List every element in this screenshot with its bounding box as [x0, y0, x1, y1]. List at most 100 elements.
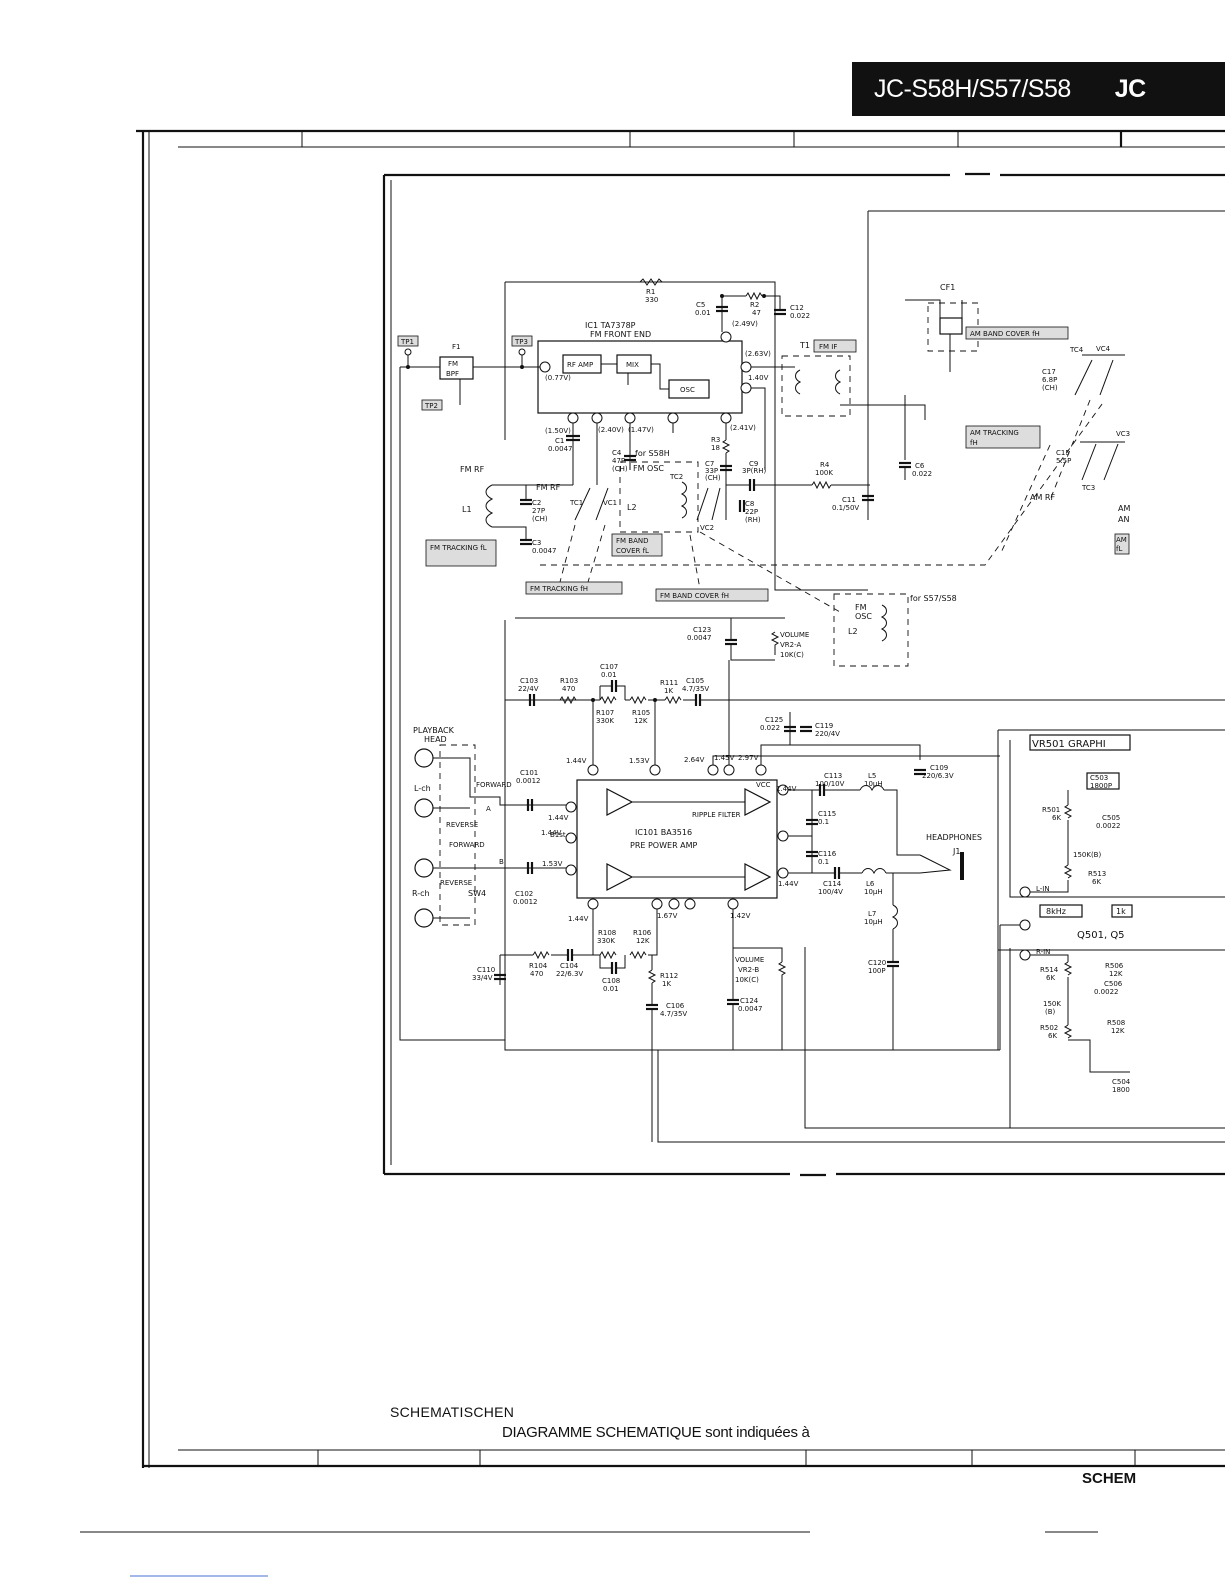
c8-ref: C8 — [745, 500, 754, 508]
c6-ref: C6 — [915, 462, 925, 470]
t1-primary — [795, 369, 802, 395]
c120-value: 100P — [868, 967, 886, 975]
eq-pin-1 — [1019, 949, 1031, 961]
fm-tracking-fl: FM TRACKING fL — [430, 544, 487, 552]
j1-label: J1 — [952, 847, 960, 856]
r3-ref: R3 — [711, 436, 720, 444]
r506-ref: R506 — [1105, 962, 1124, 970]
head-l-1 — [414, 748, 434, 768]
pin6-voltage: (2.63V) — [745, 350, 771, 358]
tc3-label: TC3 — [1081, 484, 1095, 492]
l5-ref: L5 — [868, 772, 876, 780]
ic101-v-p16: 1.44V — [541, 829, 562, 837]
ic1-title: FM FRONT END — [590, 330, 651, 339]
r111-ref: R111 — [660, 679, 678, 687]
r105-ref: R105 — [632, 709, 650, 717]
forward-label-a: FORWARD — [476, 781, 512, 789]
r106-ref: R106 — [633, 929, 652, 937]
r105-resistor — [629, 695, 647, 705]
rf-amp-label: RF AMP — [567, 361, 593, 369]
c506-value: 0.0022 — [1094, 988, 1119, 996]
fm-osc-alt-2: OSC — [855, 612, 872, 621]
fm-if-tag — [813, 339, 857, 353]
r112-value: 1K — [662, 980, 671, 988]
ic101-block — [576, 779, 778, 899]
r103-value: 470 — [562, 685, 575, 693]
fm-tracking-fl-tag — [425, 539, 497, 567]
r506-value: 12K — [1109, 970, 1123, 978]
fm-rf-label-inner: FM RF — [536, 483, 561, 492]
ic1-pin-4 — [624, 412, 636, 424]
r1-ref: R1 — [646, 288, 655, 296]
ic101-pin-3 — [587, 764, 599, 776]
vc3-label: VC3 — [1116, 430, 1130, 438]
pin7-voltage: 1.40V — [748, 374, 769, 382]
l2-alt-coil — [880, 604, 887, 642]
c107-ref: C107 — [600, 663, 618, 671]
r501-ref: R501 — [1042, 806, 1060, 814]
vr2a-label-1: VOLUME — [780, 631, 809, 639]
vr2b-resistor — [777, 961, 787, 990]
r502-value: 6K — [1048, 1032, 1057, 1040]
c119-value: 220/4V — [815, 730, 840, 738]
c17-type: (CH) — [1042, 384, 1058, 392]
r501-resistor — [1063, 804, 1073, 819]
c504-ref: C504 — [1112, 1078, 1131, 1086]
r514-ref: R514 — [1040, 966, 1059, 974]
r1-value: 330 — [645, 296, 658, 304]
switch-b-label: B — [499, 858, 504, 866]
l-in-label: L-IN — [1036, 885, 1050, 893]
osc-label: OSC — [680, 386, 695, 394]
r4-value: 100K — [815, 469, 833, 477]
ic1-pin-2 — [567, 412, 579, 424]
c110-ref: C110 — [477, 966, 495, 974]
tp1-tag — [397, 335, 419, 347]
c5-ref: C5 — [696, 301, 705, 309]
r513-value: 6K — [1092, 878, 1101, 886]
vr501-label: VR501 GRAPHI — [1032, 739, 1106, 750]
q501-label: Q501, Q5 — [1077, 930, 1125, 941]
c12-ref: C12 — [790, 304, 804, 312]
pin2-voltage: (1.50V) — [545, 427, 571, 435]
vc4-label: VC4 — [1096, 345, 1111, 353]
ic101-pin-4 — [649, 764, 661, 776]
ic101-pin-2 — [565, 801, 577, 813]
l2-alt-label: L2 — [848, 627, 858, 636]
r104-value: 470 — [530, 970, 543, 978]
ic101-pin-7 — [707, 764, 719, 776]
r4-ref: R4 — [820, 461, 830, 469]
r150k-b-2: (B) — [1045, 1008, 1056, 1016]
f8k-tag — [1039, 904, 1083, 918]
r112-resistor — [647, 969, 657, 984]
c2-value: 27P — [532, 507, 545, 515]
head-r-2 — [414, 908, 434, 928]
amp-l-power — [744, 788, 772, 816]
fm-tracking-fh-tag — [525, 581, 623, 595]
am-tracking-fh-2: fH — [970, 439, 978, 447]
c503-box — [1086, 772, 1120, 790]
c3-value: 0.0047 — [532, 547, 557, 555]
c124-value: 0.0047 — [738, 1005, 763, 1013]
ic101-pin-5 — [723, 764, 735, 776]
fm-bpf-block — [439, 356, 474, 380]
ic101-title: PRE POWER AMP — [630, 841, 698, 850]
s57-osc-box — [833, 593, 909, 667]
c115-value: 0.1 — [818, 818, 829, 826]
c2-ref: C2 — [532, 499, 541, 507]
l6-ref: L6 — [866, 880, 875, 888]
footer-line-2: DIAGRAMME SCHEMATIQUE sont indiquées à — [502, 1424, 810, 1441]
vcc-label: VCC — [756, 781, 771, 789]
r508-value: 12K — [1111, 1027, 1125, 1035]
eq-section: VR501 GRAPHI C503 1800P R501 6K C505 0.0… — [999, 734, 1133, 1094]
r104-resistor — [532, 950, 550, 960]
tc2-label: TC2 — [669, 473, 683, 481]
c113-ref: C113 — [824, 772, 842, 780]
fm-bpf-label-1: FM — [448, 360, 458, 368]
c123-ref: C123 — [693, 626, 711, 634]
c107-value: 0.01 — [601, 671, 617, 679]
footer-line-1: SCHEMATISCHEN — [390, 1404, 515, 1420]
ic1-pin-6 — [740, 361, 752, 373]
r502-ref: R502 — [1040, 1024, 1058, 1032]
